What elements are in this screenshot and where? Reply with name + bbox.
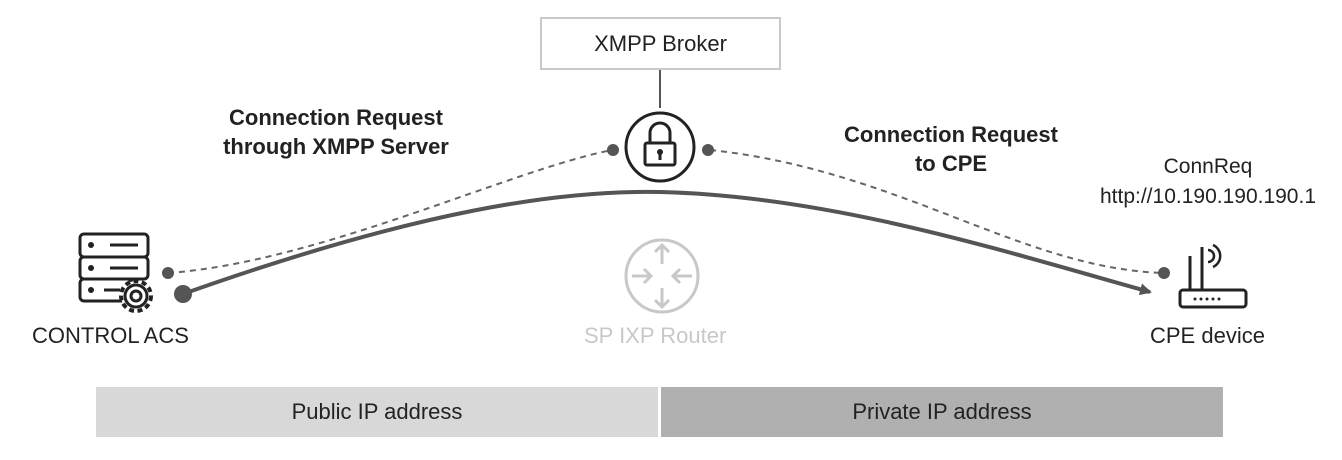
cpe-dashed-endpoint-dot — [1158, 267, 1170, 279]
connection-request-cpe-line1: Connection Request — [844, 122, 1058, 147]
connreq-url: http://10.190.190.190.1 — [1099, 185, 1317, 208]
public-ip-label: Public IP address — [291, 399, 463, 424]
connection-request-cpe-label: Connection Request to CPE — [820, 120, 1082, 178]
wifi-router-icon — [1178, 243, 1248, 309]
private-ip-zone: Private IP address — [661, 387, 1223, 437]
xmpp-broker-label: XMPP Broker — [594, 30, 727, 56]
connection-request-xmpp-line1: Connection Request — [229, 105, 443, 130]
dashed-path-broker-to-cpe — [709, 149, 1164, 274]
sp-ixp-router-label: SP IXP Router — [584, 323, 727, 348]
router-icon — [624, 238, 700, 314]
control-acs-label: CONTROL ACS — [32, 323, 189, 348]
public-ip-zone: Public IP address — [96, 387, 658, 437]
connreq-title: ConnReq — [1163, 155, 1253, 178]
private-ip-label: Private IP address — [852, 399, 1032, 424]
dashed-path-acs-to-broker — [167, 149, 613, 274]
cpe-device-label: CPE device — [1150, 323, 1265, 348]
lock-right-dot — [702, 144, 714, 156]
connection-request-xmpp-line2: through XMPP Server — [223, 134, 449, 159]
server-gear-icon — [78, 232, 153, 313]
lock-icon — [624, 111, 696, 183]
direct-connection-path — [182, 189, 1152, 296]
acs-solid-endpoint-dot — [174, 285, 192, 303]
connreq-info: ConnReq http://10.190.190.190.1 — [1080, 152, 1336, 212]
connection-request-xmpp-label: Connection Request through XMPP Server — [205, 103, 467, 161]
xmpp-broker-box: XMPP Broker — [540, 17, 781, 70]
lock-left-dot — [607, 144, 619, 156]
connection-request-cpe-line2: to CPE — [914, 151, 988, 176]
acs-dashed-endpoint-dot — [162, 267, 174, 279]
